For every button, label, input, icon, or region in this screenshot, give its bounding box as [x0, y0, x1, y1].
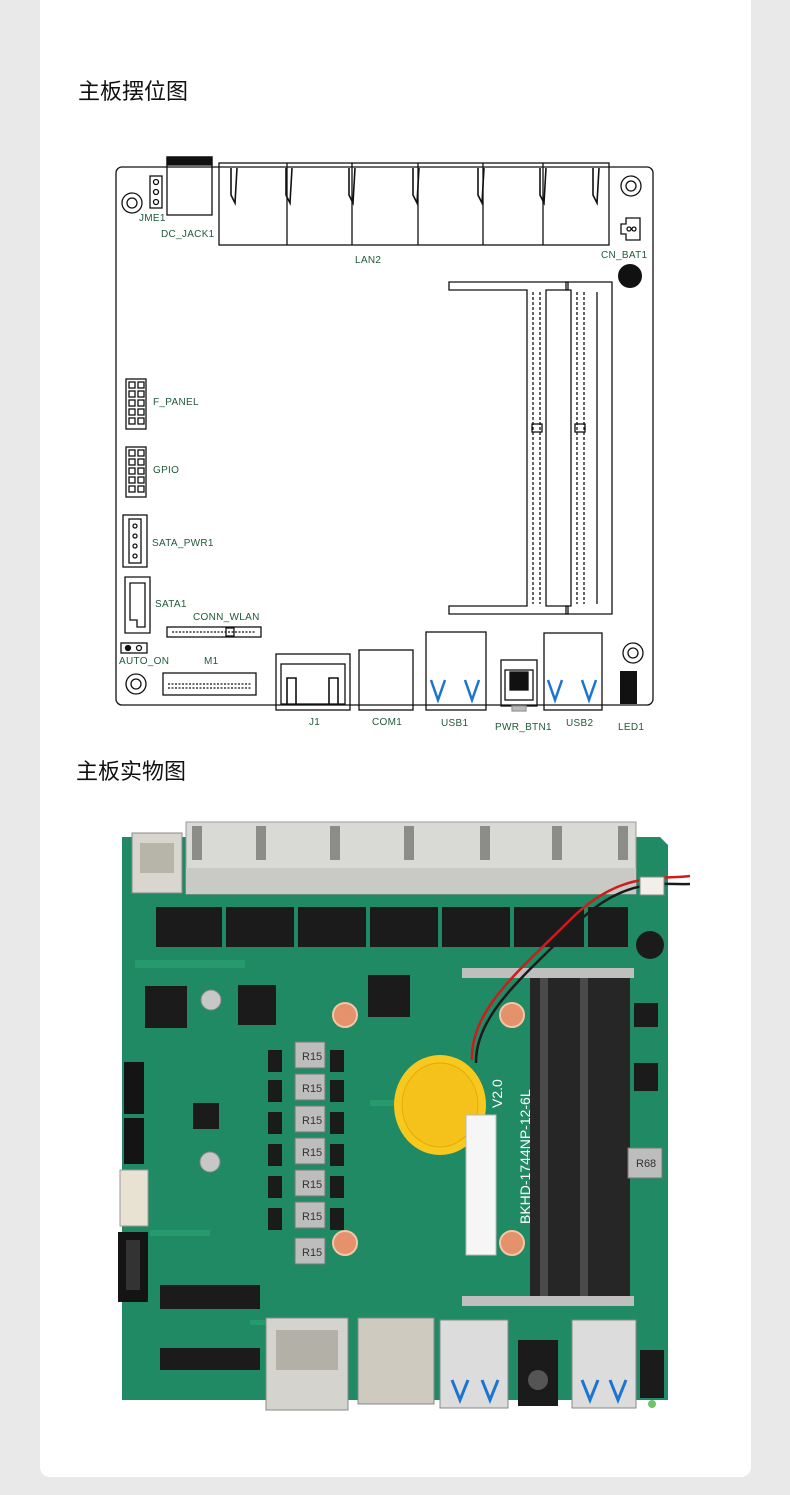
label-f-panel: F_PANEL — [153, 397, 199, 408]
label-conn-wlan: CONN_WLAN — [193, 612, 260, 623]
label-j1: J1 — [309, 717, 321, 728]
label-led1: LED1 — [618, 722, 645, 733]
label-com1: COM1 — [372, 717, 403, 728]
label-sata1: SATA1 — [155, 599, 187, 610]
label-cn-bat: CN_BAT1 — [601, 250, 648, 261]
label-pwr-btn: PWR_BTN1 — [495, 722, 552, 733]
label-dc-jack: DC_JACK1 — [161, 229, 215, 240]
label-jme1: JME1 — [139, 213, 166, 224]
label-usb1: USB1 — [441, 718, 469, 729]
layout-title: 主板摆位图 — [78, 80, 189, 105]
photo-title: 主板实物图 — [76, 760, 187, 785]
label-lan2: LAN2 — [355, 255, 382, 266]
label-m1: M1 — [204, 656, 219, 667]
label-gpio: GPIO — [153, 465, 180, 476]
label-auto-on: AUTO_ON — [119, 656, 170, 667]
label-sata-pwr: SATA_PWR1 — [152, 538, 214, 549]
label-usb2: USB2 — [566, 718, 594, 729]
